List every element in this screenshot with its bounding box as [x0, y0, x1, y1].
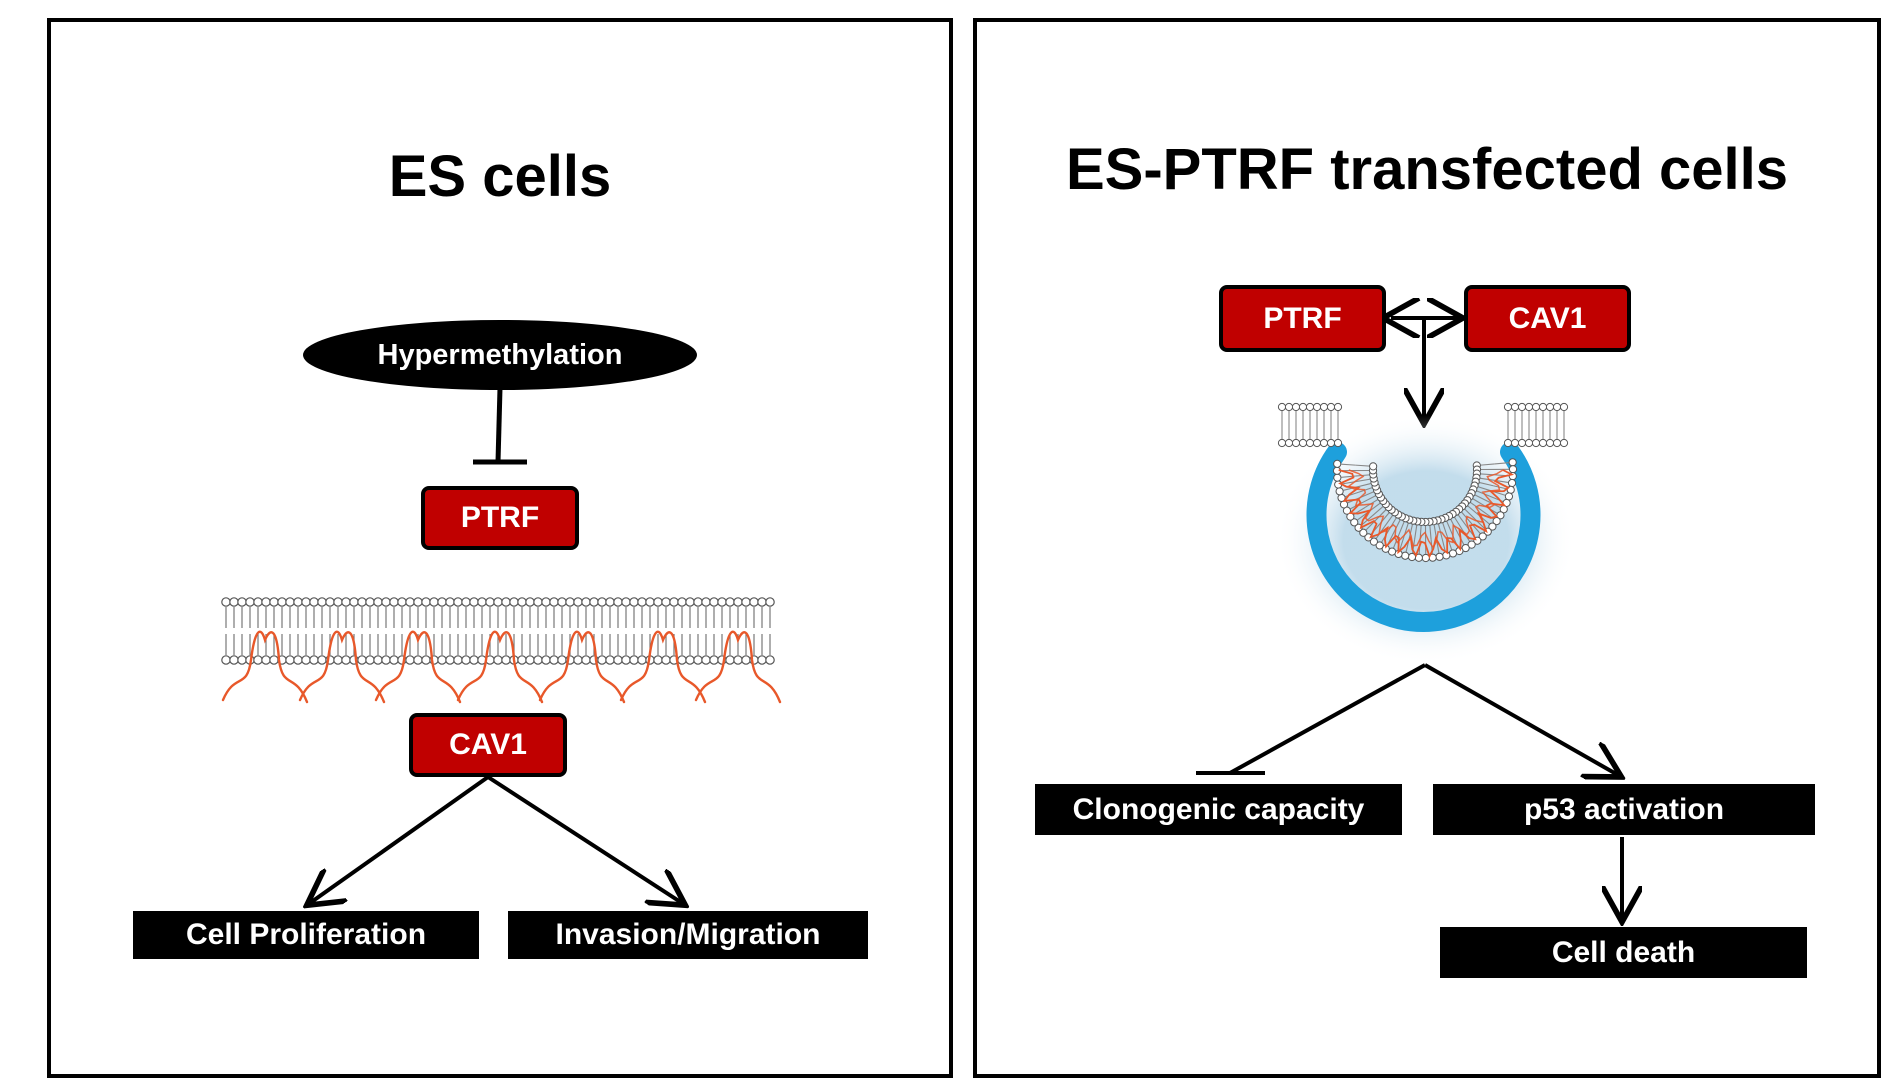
- flat-membrane-bilayer: [222, 598, 774, 664]
- arrow-cav1-to-cell-proliferation: [310, 777, 488, 903]
- caveola-invagination: [1276, 403, 1576, 665]
- arrow-cav1-to-invasion-migration: [488, 777, 682, 903]
- inhibition-connector-to-clonogenic: [1196, 665, 1425, 773]
- inhibition-connector-hypermethylation-ptrf: [473, 388, 527, 462]
- arrow-to-p53-activation: [1425, 665, 1618, 775]
